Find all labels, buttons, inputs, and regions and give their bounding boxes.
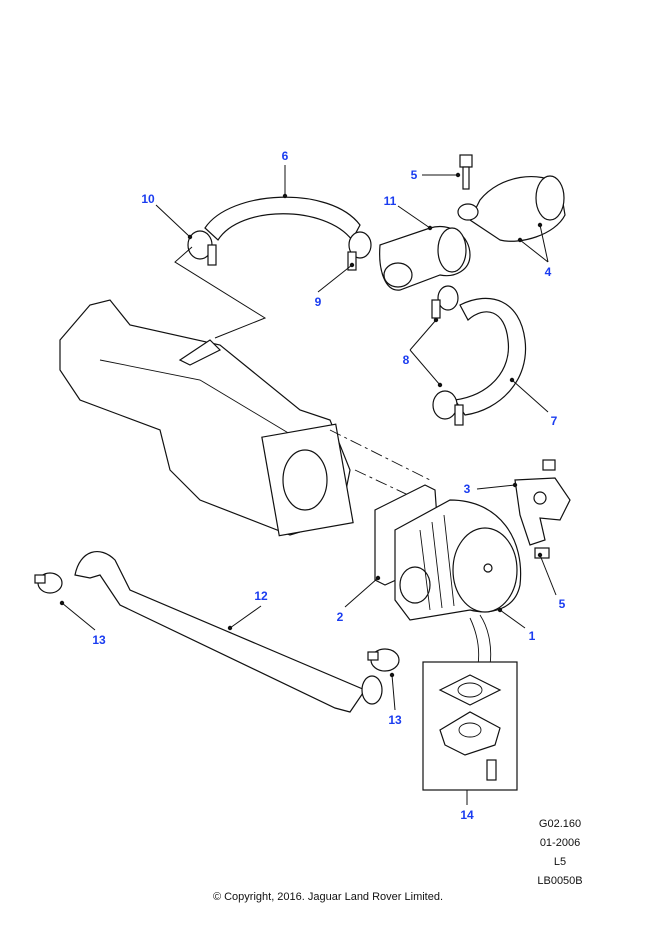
drawing-ref: G02.160 — [538, 818, 582, 830]
copyright-notice: © Copyright, 2016. Jaguar Land Rover Lim… — [212, 891, 444, 903]
callout-7[interactable]: 7 — [550, 414, 558, 428]
leader-lines — [61, 165, 557, 805]
callout-2[interactable]: 2 — [336, 610, 344, 624]
callout-6[interactable]: 6 — [281, 149, 289, 163]
callout-8[interactable]: 8 — [402, 353, 410, 367]
callout-12[interactable]: 12 — [254, 589, 268, 603]
callout-3[interactable]: 3 — [463, 482, 471, 496]
clamp-8-top — [437, 285, 459, 311]
drawing-date: 01-2006 — [539, 837, 581, 849]
hose-7 — [453, 297, 527, 416]
drawing-variant: L5 — [553, 856, 567, 868]
bolt-5-top — [459, 154, 473, 168]
callout-10[interactable]: 10 — [141, 192, 155, 206]
callout-1[interactable]: 1 — [528, 629, 536, 643]
sensor-3 — [514, 477, 571, 546]
callout-11[interactable]: 11 — [383, 194, 397, 208]
callout-4[interactable]: 4 — [544, 265, 552, 279]
drawing-code: LB0050B — [537, 875, 583, 887]
hose-12 — [74, 551, 366, 713]
callout-13-right[interactable]: 13 — [388, 713, 402, 727]
callout-9[interactable]: 9 — [314, 295, 322, 309]
callout-14[interactable]: 14 — [460, 808, 474, 822]
callout-13-left[interactable]: 13 — [92, 633, 106, 647]
callout-5-top[interactable]: 5 — [410, 168, 418, 182]
clamp-8-bottom — [432, 390, 458, 420]
callout-5-bottom[interactable]: 5 — [558, 597, 566, 611]
hose-6 — [204, 196, 361, 242]
